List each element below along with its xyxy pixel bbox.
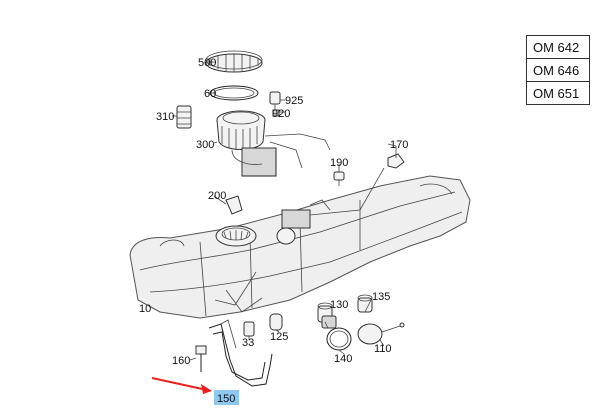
callout-60: 60 bbox=[204, 88, 216, 100]
leader-lines bbox=[172, 61, 397, 361]
callout-140: 140 bbox=[334, 353, 352, 365]
tank-strap bbox=[208, 319, 273, 387]
engine-variant-cell: OM 642 bbox=[526, 35, 590, 59]
engine-variant-cell: OM 651 bbox=[526, 81, 590, 105]
callout-160: 160 bbox=[172, 355, 190, 367]
fuel-tank bbox=[129, 167, 471, 319]
callout-300: 300 bbox=[196, 139, 214, 151]
hose-clamp-140 bbox=[326, 327, 352, 351]
callout-150-highlight bbox=[214, 390, 239, 405]
bolt-160 bbox=[195, 345, 207, 372]
callout-110: 110 bbox=[374, 343, 392, 355]
engine-variant-table: OM 642 OM 646 OM 651 bbox=[526, 35, 590, 105]
connector-925-920 bbox=[269, 91, 281, 117]
bracket-200 bbox=[225, 195, 243, 215]
callout-125: 125 bbox=[270, 331, 288, 343]
callout-135: 135 bbox=[372, 291, 390, 303]
callout-130: 130 bbox=[330, 299, 348, 311]
filter-element-310 bbox=[176, 105, 192, 129]
callout-500: 500 bbox=[198, 57, 216, 69]
bolt-33 bbox=[243, 321, 255, 337]
screw-cap-130 bbox=[317, 302, 337, 329]
callout-925: 925 bbox=[285, 95, 303, 107]
clip-190 bbox=[333, 171, 345, 186]
callout-170: 170 bbox=[390, 139, 408, 151]
seal-ring bbox=[209, 85, 259, 101]
callout-33: 33 bbox=[242, 337, 254, 349]
seal-110 bbox=[357, 322, 405, 345]
callout-920: 920 bbox=[272, 108, 290, 120]
callout-150: 150 bbox=[217, 393, 235, 405]
screw-cap-135 bbox=[357, 294, 373, 313]
highlight-arrow bbox=[151, 377, 212, 394]
callout-200: 200 bbox=[208, 190, 226, 202]
fuel-pump-module bbox=[216, 110, 331, 177]
callout-310: 310 bbox=[156, 111, 174, 123]
callout-190: 190 bbox=[330, 157, 348, 169]
sleeve-125 bbox=[269, 313, 283, 331]
engine-variant-cell: OM 646 bbox=[526, 58, 590, 82]
callout-10: 10 bbox=[139, 303, 151, 315]
